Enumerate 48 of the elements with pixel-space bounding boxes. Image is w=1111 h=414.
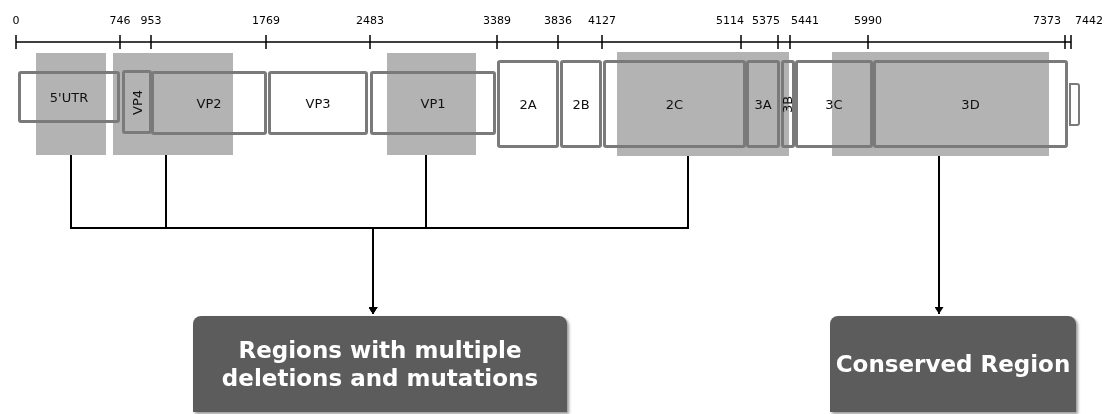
genome-segment xyxy=(560,60,602,148)
connector-arrow xyxy=(934,155,944,315)
segment-label: 3D xyxy=(961,96,980,112)
tick-label: 4127 xyxy=(588,14,616,27)
segment-label: VP3 xyxy=(305,95,331,111)
genome-segment xyxy=(18,71,120,123)
callout-text: Conserved Region xyxy=(835,350,1071,378)
tick-label: 5375 xyxy=(752,14,780,27)
segment-label: 3C xyxy=(825,96,843,112)
segment-label: 2C xyxy=(665,96,684,112)
genome-segment xyxy=(370,71,496,135)
tick-label: 7373 xyxy=(1033,14,1061,27)
tick-label: 1769 xyxy=(252,14,280,27)
tick-label: 3836 xyxy=(544,14,572,27)
tick-label: 746 xyxy=(109,14,131,27)
tick-label: 5114 xyxy=(716,14,744,27)
genome-segment xyxy=(122,70,152,134)
segment-label: 2B xyxy=(572,96,590,112)
genome-segment xyxy=(151,71,267,135)
genome-segment xyxy=(873,60,1068,148)
segment-label: VP2 xyxy=(196,95,222,111)
callout-box xyxy=(193,316,567,412)
tick-label: 2483 xyxy=(356,14,384,27)
genome-segment xyxy=(781,60,795,148)
segment-label: 2A xyxy=(519,96,537,112)
tick-label: 953 xyxy=(140,14,162,27)
tick-label: 5990 xyxy=(854,14,882,27)
highlight-band xyxy=(387,53,476,155)
callout-text: Regions with multiple deletions and mutations xyxy=(220,336,540,392)
segment-label: 3B xyxy=(780,95,796,113)
genome-segment xyxy=(268,71,368,135)
highlight-band xyxy=(36,53,106,155)
segment-label: VP4 xyxy=(129,89,145,115)
genome-segment xyxy=(497,60,559,148)
tick-label: 0 xyxy=(12,14,20,27)
connector-arrow xyxy=(368,155,689,315)
end-cap xyxy=(1069,83,1080,126)
segment-label: VP1 xyxy=(420,95,446,111)
tick-label: 3389 xyxy=(483,14,511,27)
genome-segment xyxy=(795,60,873,148)
segment-label: 5'UTR xyxy=(49,89,89,105)
highlight-band xyxy=(113,53,233,155)
genome-segment xyxy=(603,60,746,148)
segment-label: 3A xyxy=(754,96,772,112)
genome-segment xyxy=(746,60,780,148)
callout-box xyxy=(830,316,1076,412)
tick-label: 7442 xyxy=(1075,14,1103,27)
tick-label: 5441 xyxy=(791,14,819,27)
